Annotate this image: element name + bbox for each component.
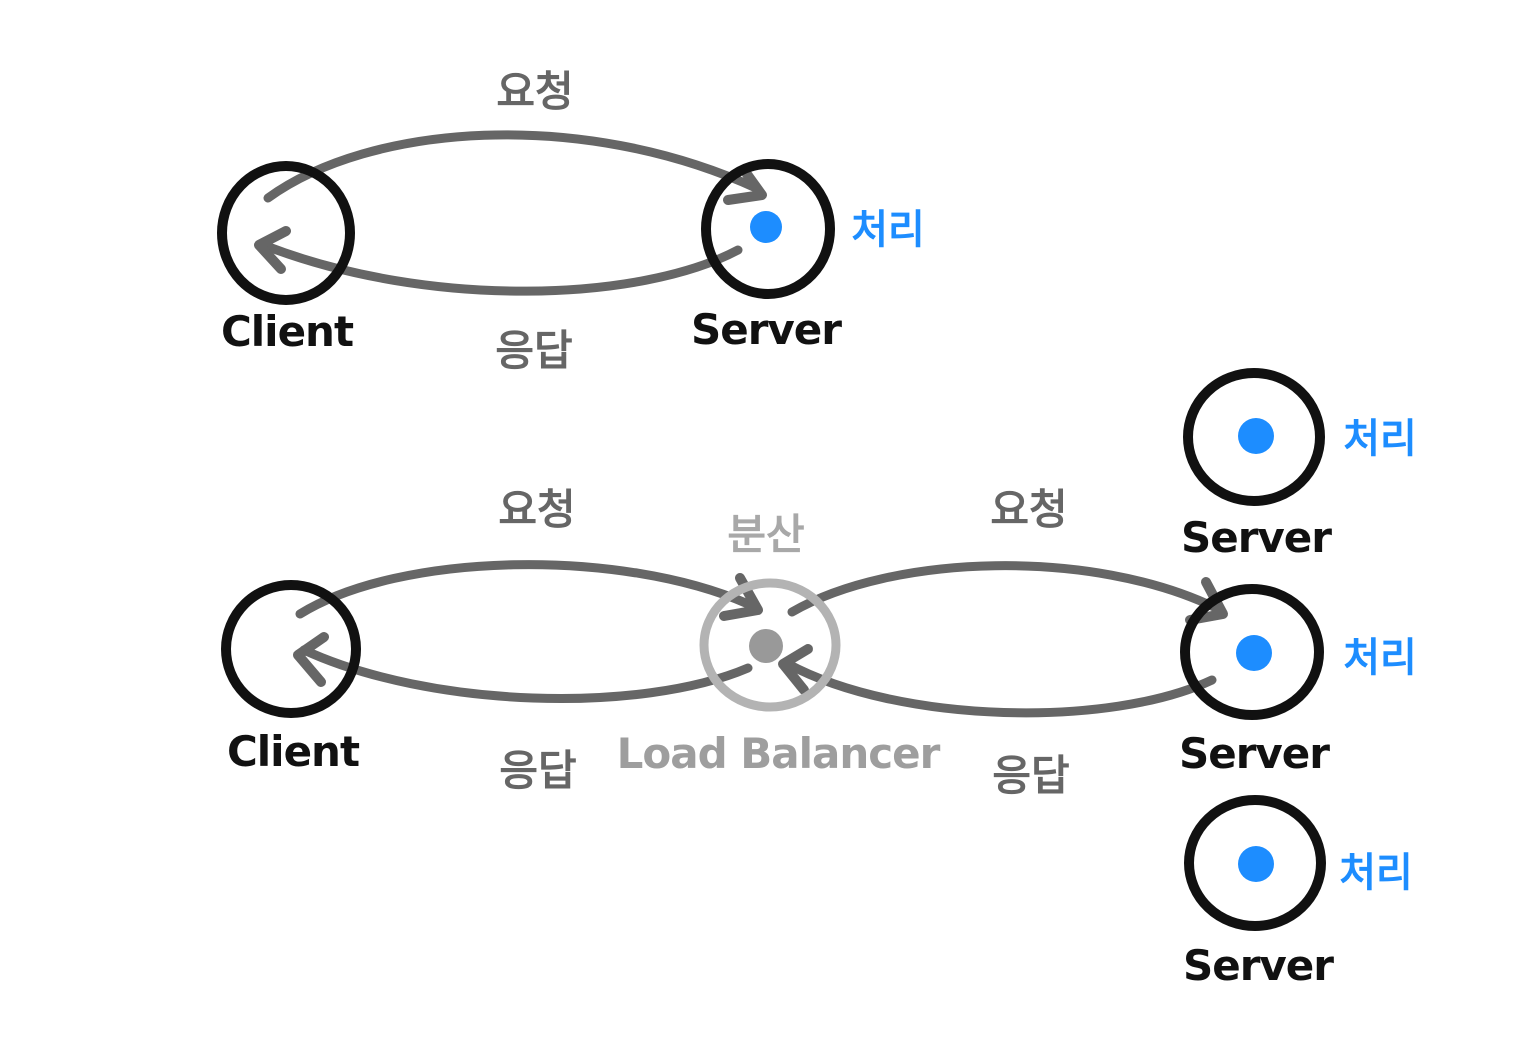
server-process-dot-icon	[750, 211, 782, 243]
distribute-label: 분산	[727, 510, 804, 559]
server-middle-process-dot-icon	[1236, 635, 1272, 671]
request-arrowhead-icon	[723, 165, 767, 205]
server-top-label: Server	[1181, 513, 1332, 562]
server-node-middle: Server 처리	[1179, 584, 1417, 778]
response-arrowhead-lb2-icon	[778, 644, 813, 695]
simple-architecture-diagram: Client Server 요청 응답 처리	[217, 67, 925, 375]
request-label-right: 요청	[990, 485, 1067, 534]
server-bottom-process-dot-icon	[1238, 846, 1274, 882]
server-node-top: Server 처리	[1181, 368, 1417, 562]
client-node-circle-2	[221, 580, 361, 718]
process-label: 처리	[851, 207, 925, 253]
request-arrow	[263, 130, 761, 203]
server-middle-circle	[1180, 584, 1324, 720]
server-node-bottom: Server 처리	[1183, 795, 1413, 990]
server-bottom-circle	[1184, 795, 1326, 931]
server-middle-label: Server	[1179, 729, 1330, 778]
client-label-2: Client	[227, 727, 360, 776]
server-top-process-label: 처리	[1343, 416, 1417, 462]
load-balancer-node-circle	[699, 578, 841, 712]
load-balanced-architecture-diagram: Client 분산 Load Balancer 요청 응답 요청 응답 Serv…	[221, 368, 1417, 990]
server-top-circle	[1183, 368, 1325, 506]
server-node-circle	[701, 159, 835, 299]
client-label: Client	[221, 307, 354, 356]
request-label-left: 요청	[498, 485, 575, 534]
server-middle-process-label: 처리	[1343, 635, 1417, 681]
client-node-circle	[217, 161, 355, 305]
request-arrow-client-to-lb	[295, 560, 753, 619]
load-balancer-dot-icon	[749, 629, 783, 663]
response-arrowhead-icon	[254, 226, 291, 274]
server-bottom-label: Server	[1183, 941, 1334, 990]
load-balancer-label: Load Balancer	[617, 729, 941, 778]
server-label: Server	[691, 305, 842, 354]
response-label: 응답	[495, 326, 572, 375]
request-arrow-lb-to-server	[787, 561, 1221, 617]
request-label: 요청	[496, 67, 573, 116]
response-arrowhead-client-icon	[293, 632, 329, 687]
response-arrow-lb-to-client	[299, 645, 753, 703]
server-top-process-dot-icon	[1238, 418, 1274, 454]
response-label-right: 응답	[992, 751, 1069, 800]
response-label-left: 응답	[499, 746, 576, 795]
server-bottom-process-label: 처리	[1339, 850, 1413, 896]
response-arrow-server-to-lb	[783, 659, 1217, 718]
